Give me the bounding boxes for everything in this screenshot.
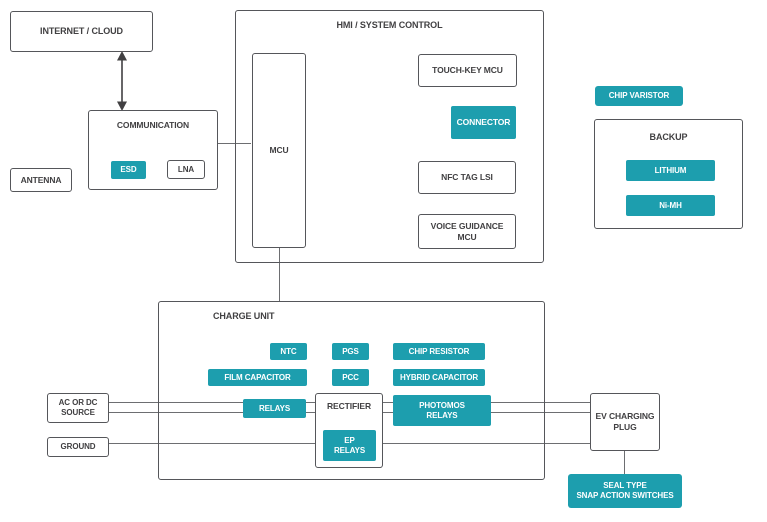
- hmi-title: HMI / SYSTEM CONTROL: [336, 20, 443, 30]
- ac-dc-source-box: AC OR DC SOURCE: [47, 393, 109, 423]
- ni-mh-chip: Ni-MH: [626, 195, 715, 216]
- esd-chip: ESD: [111, 161, 146, 179]
- ep-relays-chip: EP RELAYS: [323, 430, 376, 461]
- line-communication-to-mcu: [218, 143, 251, 144]
- touch-key-mcu-box: TOUCH-KEY MCU: [418, 54, 517, 87]
- nfc-tag-lsi-box: NFC TAG LSI: [418, 161, 516, 194]
- lna-chip: LNA: [167, 160, 205, 179]
- backup-box: BACKUP LITHIUM Ni-MH: [594, 119, 743, 229]
- voice-guidance-mcu-box: VOICE GUIDANCE MCU: [418, 214, 516, 249]
- hybrid-capacitor-chip: HYBRID CAPACITOR: [393, 369, 485, 386]
- double-arrow-internet-communication: [117, 51, 127, 111]
- communication-title: COMMUNICATION: [116, 120, 190, 130]
- pgs-chip: PGS: [332, 343, 369, 360]
- ntc-chip: NTC: [270, 343, 307, 360]
- ev-charging-plug-box: EV CHARGING PLUG: [590, 393, 660, 451]
- photomos-relays-chip: PHOTOMOS RELAYS: [393, 395, 491, 426]
- chip-resistor-chip: CHIP RESISTOR: [393, 343, 485, 360]
- pcc-chip: PCC: [332, 369, 369, 386]
- hmi-system-control-box: HMI / SYSTEM CONTROL MCU TOUCH-KEY MCU C…: [235, 10, 544, 263]
- lithium-chip: LITHIUM: [626, 160, 715, 181]
- chip-varistor-chip: CHIP VARISTOR: [595, 86, 683, 106]
- mcu-box: MCU: [252, 53, 306, 248]
- film-capacitor-chip: FILM CAPACITOR: [208, 369, 307, 386]
- line-mcu-to-charge-unit: [279, 247, 280, 301]
- charge-unit-title: CHARGE UNIT: [213, 311, 275, 321]
- antenna-box: ANTENNA: [10, 168, 72, 192]
- charge-unit-box: CHARGE UNIT NTC PGS CHIP RESISTOR FILM C…: [158, 301, 545, 480]
- ground-box: GROUND: [47, 437, 109, 457]
- internet-cloud-box: INTERNET / CLOUD: [10, 11, 153, 52]
- backup-title: BACKUP: [649, 132, 688, 142]
- communication-box: COMMUNICATION ESD LNA: [88, 110, 218, 190]
- rectifier-title: RECTIFIER: [327, 401, 371, 411]
- relays-chip: RELAYS: [243, 399, 306, 418]
- connector-chip: CONNECTOR: [451, 106, 516, 139]
- seal-type-snap-action-switches-chip: SEAL TYPE SNAP ACTION SWITCHES: [568, 474, 682, 508]
- rectifier-box: RECTIFIER EP RELAYS: [315, 393, 383, 468]
- line-plug-to-switches: [624, 451, 625, 474]
